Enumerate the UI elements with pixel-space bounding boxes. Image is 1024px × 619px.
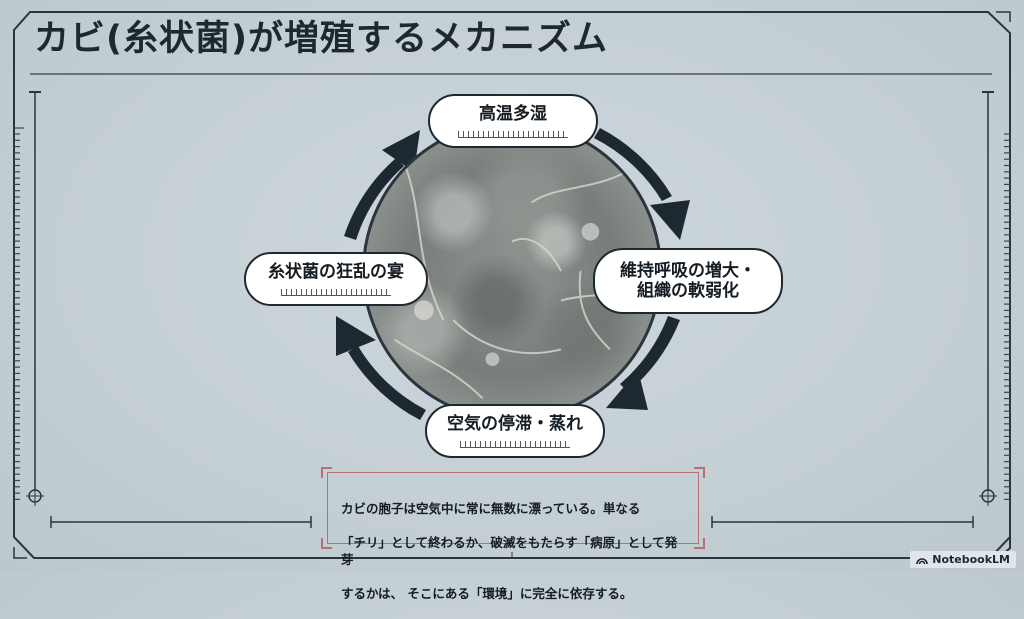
ruler-decoration [460,440,570,448]
ruler-decoration [458,130,568,138]
node-label: 高温多湿 [479,104,547,125]
node-label: 糸状菌の狂乱の宴 [268,262,404,283]
node-high-temp-humidity: 高温多湿 [428,94,598,148]
node-label: 空気の停滞・蒸れ [447,414,583,435]
ruler-decoration [281,288,391,296]
caption-line-3: するかは、 そこにある「環境」に完全に依存する。 [341,586,633,601]
node-respiration-tissue: 維持呼吸の増大・ 組織の軟弱化 [593,248,783,314]
node-air-stagnation: 空気の停滞・蒸れ [425,404,605,458]
node-label-line2: 組織の軟弱化 [637,281,739,301]
caption-bracket-corners [321,467,705,549]
brand-label: NotebookLM [932,553,1010,566]
node-fungal-feast: 糸状菌の狂乱の宴 [244,252,428,306]
caption-line-2: 「チリ」として終わるか、破滅をもたらす「病原」として発芽 [341,535,678,567]
caption-line-1: カビの胞子は空気中に常に無数に漂っている。単なる [341,501,641,516]
page-title: カビ(糸状菌)が増殖するメカニズム [34,19,608,59]
brand-badge: NotebookLM [910,551,1016,568]
notebooklm-logo-icon [916,557,929,564]
node-label-line1: 維持呼吸の増大・ [620,260,756,281]
